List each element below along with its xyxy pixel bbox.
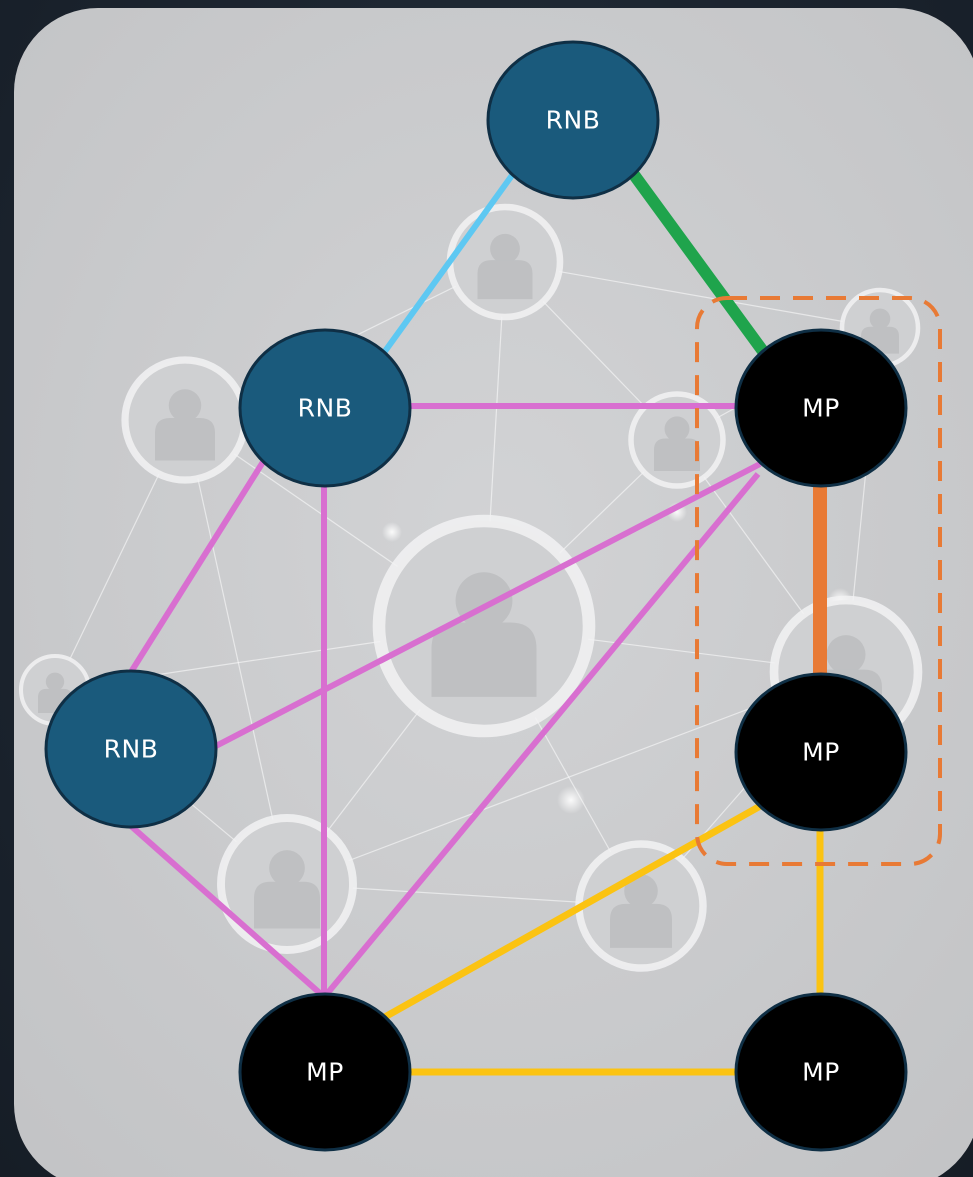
node-label: RNB — [104, 735, 159, 764]
user-profile-icon — [446, 203, 564, 321]
edge-rnb-left-to-mp-bottom-left — [129, 823, 324, 998]
user-profile-icon — [121, 356, 249, 484]
node-mp-lower-right: MP — [734, 672, 908, 832]
edge-rnb-left-to-mp-upper-right — [212, 461, 762, 750]
node-mp-upper-right: MP — [734, 328, 908, 488]
edge-rnb-mid-to-rnb-left — [128, 460, 266, 674]
node-label: MP — [802, 1058, 840, 1087]
node-label: MP — [306, 1058, 344, 1087]
node-rnb-left: RNB — [44, 669, 218, 829]
node-circle — [238, 992, 412, 1152]
node-rnb-top: RNB — [486, 40, 660, 200]
edges — [128, 168, 827, 1076]
node-label: MP — [802, 738, 840, 767]
node-circle — [734, 328, 908, 488]
node-label: MP — [802, 394, 840, 423]
node-label: RNB — [298, 394, 353, 423]
node-mp-bottom-right: MP — [734, 992, 908, 1152]
user-profile-icon — [575, 840, 707, 972]
node-rnb-mid: RNB — [238, 328, 412, 488]
edge-rnb-top-to-mp-upper-right — [627, 168, 770, 358]
node-label: RNB — [546, 106, 601, 135]
node-circle — [486, 40, 660, 200]
node-circle — [44, 669, 218, 829]
edge-rnb-top-to-rnb-mid — [380, 172, 516, 356]
edge-mp-upper-right-to-mp-bottom-left — [323, 472, 761, 997]
node-mp-bottom-left: MP — [238, 992, 412, 1152]
user-profile-icon — [628, 391, 726, 489]
user-profile-icon — [217, 814, 357, 954]
node-circle — [734, 992, 908, 1152]
mp-pair-group-box — [695, 296, 942, 866]
node-circle — [238, 328, 412, 488]
node-circle — [734, 672, 908, 832]
user-profile-icon — [372, 514, 596, 738]
nodes: RNB RNB RNB MP MP MP MP — [44, 40, 908, 1152]
